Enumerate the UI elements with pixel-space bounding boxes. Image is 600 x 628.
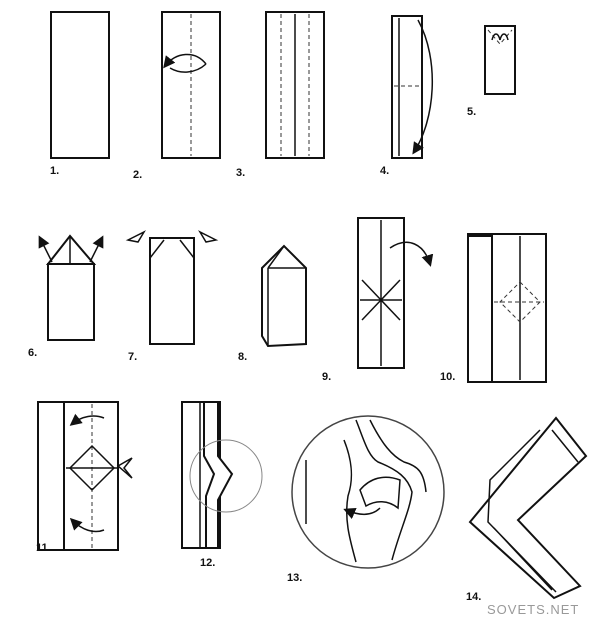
step-8-figure <box>261 244 307 348</box>
step-14-figure <box>468 416 588 600</box>
step-label-11: 11. <box>36 542 51 554</box>
step-12-figure <box>181 401 263 549</box>
step-13-figure <box>291 415 445 569</box>
step-label-5: 5. <box>467 106 476 118</box>
step-label-7: 7. <box>128 351 137 363</box>
step-9-figure <box>357 217 434 369</box>
step-3-figure <box>265 11 325 159</box>
step-label-3: 3. <box>236 167 245 179</box>
step-label-1: 1. <box>50 165 59 177</box>
step-label-13: 13. <box>287 572 302 584</box>
step-label-4: 4. <box>380 165 389 177</box>
step-label-9: 9. <box>322 371 331 383</box>
step-label-2: 2. <box>133 169 142 181</box>
step-1-figure <box>50 11 110 159</box>
step-11-figure <box>37 401 133 551</box>
step-6-figure <box>38 234 104 341</box>
step-4-figure <box>391 15 434 159</box>
step-2-figure <box>161 11 221 159</box>
step-label-10: 10. <box>440 371 455 383</box>
step-7-figure <box>125 230 219 345</box>
watermark: SOVETS.NET <box>487 602 579 617</box>
step-label-12: 12. <box>200 557 215 569</box>
step-5-figure <box>484 25 516 95</box>
step-10-figure <box>467 233 547 383</box>
step-label-14: 14. <box>466 591 481 603</box>
step-label-8: 8. <box>238 351 247 363</box>
step-label-6: 6. <box>28 347 37 359</box>
